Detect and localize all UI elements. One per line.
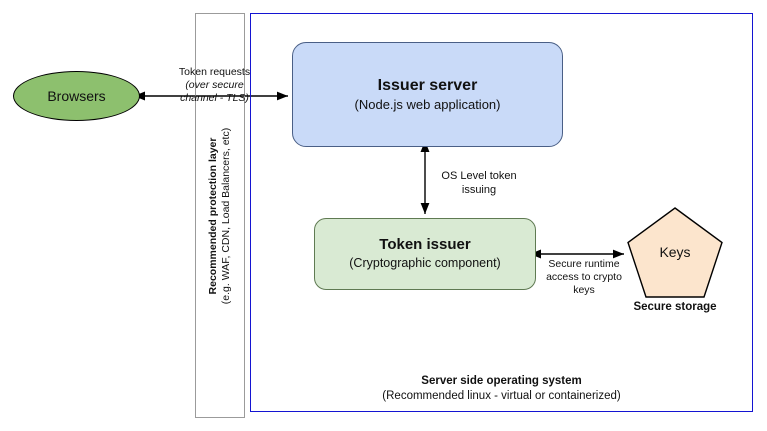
os-token-line2: issuing <box>461 183 497 196</box>
token-requests-main: Token requests <box>178 66 251 78</box>
token-issuer-subtitle: (Cryptographic component) <box>349 256 501 271</box>
protection-layer-title: Recommended protection layer <box>206 137 219 294</box>
issuer-server-title: Issuer server <box>377 76 478 94</box>
node-browsers[interactable]: Browsers <box>13 71 140 121</box>
keys-label: Keys <box>659 244 691 260</box>
protection-layer-subtitle: (e.g. WAF, CDN, Load Balancers, etc) <box>220 127 232 304</box>
server-os-title: Server side operating system <box>421 375 582 387</box>
issuer-server-subtitle: (Node.js web application) <box>354 97 501 113</box>
protection-layer-label: Recommended protection layer (e.g. WAF, … <box>207 127 233 303</box>
edge-label-os-level-token-issuing: OS Level token issuing <box>420 170 538 198</box>
crypto-access-line3: keys <box>573 284 595 297</box>
browsers-ellipse-shape: Browsers <box>13 71 140 121</box>
token-issuer-title: Token issuer <box>379 236 471 254</box>
node-keys[interactable]: Keys <box>626 206 724 299</box>
browsers-label: Browsers <box>47 88 106 104</box>
secure-storage-caption: Secure storage <box>633 301 717 313</box>
edge-label-token-requests: Token requests (over secure channel - TL… <box>157 66 272 104</box>
node-token-issuer[interactable]: Token issuer (Cryptographic component) <box>314 218 536 290</box>
token-requests-sub-line2: channel - TLS) <box>180 91 249 104</box>
server-os-caption: Server side operating system (Recommende… <box>250 374 753 404</box>
crypto-access-line1: Secure runtime <box>548 258 620 270</box>
node-issuer-server[interactable]: Issuer server (Node.js web application) <box>292 42 563 147</box>
server-os-subtitle: (Recommended linux - virtual or containe… <box>382 389 621 402</box>
crypto-access-line2: access to crypto <box>546 271 622 284</box>
server-os-boundary <box>250 13 753 412</box>
keys-pentagon-shape <box>627 207 723 298</box>
protection-layer-boundary: Recommended protection layer (e.g. WAF, … <box>195 13 245 418</box>
token-requests-sub-line1: (over secure <box>185 78 244 91</box>
edge-label-crypto-access: Secure runtime access to crypto keys <box>539 258 629 297</box>
os-token-line1: OS Level token <box>441 170 517 182</box>
